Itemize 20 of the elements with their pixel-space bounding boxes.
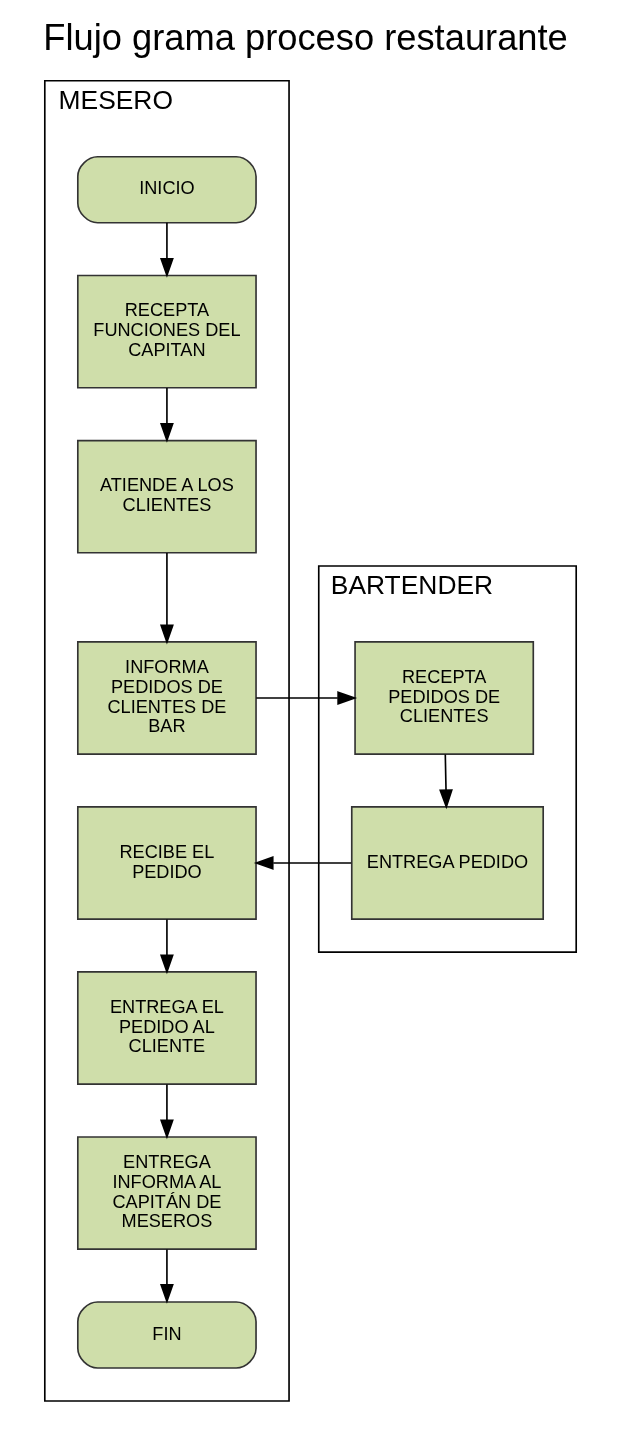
arrow: [159, 918, 174, 975]
arrow: [159, 387, 174, 443]
diagram-title: Flujo grama proceso restaurante: [42, 17, 568, 59]
arrow: [438, 753, 453, 810]
node-box: RECEPTA PEDIDOS DE CLIENTES: [353, 641, 534, 755]
node-box: ENTREGA PEDIDO: [350, 806, 544, 920]
node-box: ENTREGA INFORMA AL CAPITÁN DE MESEROS: [76, 1136, 257, 1250]
arrow: [253, 856, 352, 870]
node-box: INICIO: [76, 155, 257, 224]
node-box: ENTREGA EL PEDIDO AL CLIENTE: [76, 971, 257, 1085]
arrow: [159, 1083, 174, 1140]
arrow: [159, 222, 174, 278]
arrow: [159, 1248, 174, 1304]
arrow: [254, 691, 357, 705]
node-box: INFORMA PEDIDOS DE CLIENTES DE BAR: [76, 641, 257, 755]
node-box: RECIBE EL PEDIDO: [76, 806, 257, 920]
node-box: FIN: [76, 1301, 257, 1369]
node-box: ATIENDE A LOS CLIENTES: [76, 439, 257, 554]
arrow: [159, 552, 174, 645]
node-box: RECEPTA FUNCIONES DEL CAPITAN: [76, 274, 257, 389]
